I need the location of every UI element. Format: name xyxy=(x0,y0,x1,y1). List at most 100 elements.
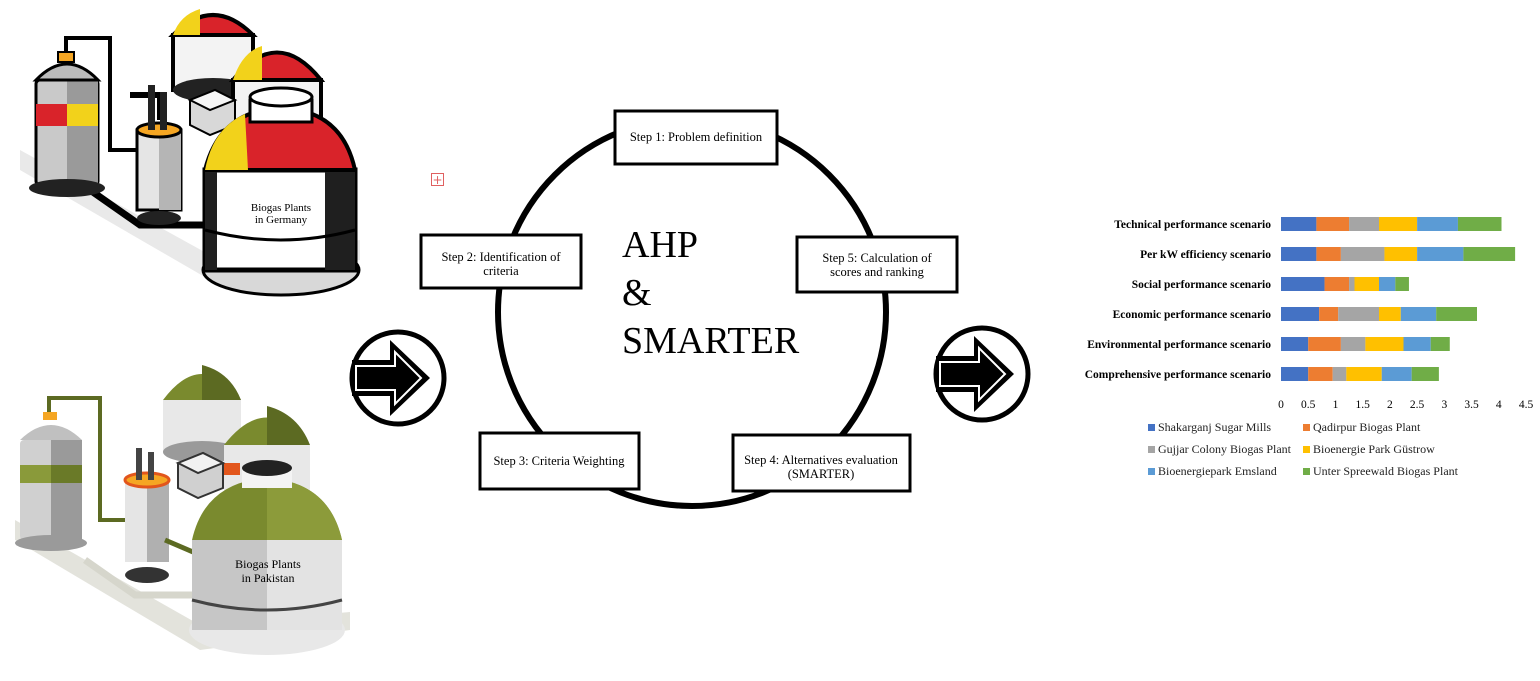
x-tick-label: 0.5 xyxy=(1301,399,1316,411)
legend-item: Bioenergiepark Emsland xyxy=(1148,464,1303,479)
bar-segment xyxy=(1354,277,1379,291)
bar-segment xyxy=(1346,367,1382,381)
bar-segment xyxy=(1281,337,1309,351)
step-1-text: Step 1: Problem definition xyxy=(630,130,763,144)
category-label: Environmental performance scenario xyxy=(1087,339,1271,351)
cycle-center-ampersand: & xyxy=(622,272,652,314)
right-arrow-circle-icon xyxy=(349,329,447,427)
bar-segment xyxy=(1411,367,1439,381)
germany-plants-label-line1: Biogas Plants xyxy=(251,202,311,214)
germany-biogas-plants-illustration xyxy=(20,9,361,297)
bar-segment xyxy=(1379,277,1396,291)
control-box-pk xyxy=(175,451,226,500)
digester-dome-back-pk xyxy=(163,365,241,463)
legend-label: Bioenergiepark Emsland xyxy=(1158,464,1277,478)
pump-column-pk xyxy=(123,448,171,583)
bar-segment xyxy=(1324,277,1350,291)
bar-segment xyxy=(1316,247,1341,261)
x-tick-label: 1.5 xyxy=(1355,399,1370,411)
bar-segment xyxy=(1340,247,1385,261)
bar-segment xyxy=(1308,367,1333,381)
step-box-5: Step 5: Calculation of scores and rankin… xyxy=(795,235,959,294)
bar-segment xyxy=(1281,307,1320,321)
legend-swatch xyxy=(1148,468,1155,475)
bar-segment xyxy=(1281,217,1317,231)
step-box-2: Step 2: Identification of criteria xyxy=(419,233,583,290)
x-tick-label: 4.5 xyxy=(1519,399,1534,411)
bar-segment xyxy=(1400,307,1437,321)
step-5-text-line2: scores and ranking xyxy=(830,265,924,279)
main-digester-germany xyxy=(201,86,361,297)
bar-segment xyxy=(1436,307,1477,321)
bar-segment xyxy=(1381,367,1412,381)
bar-segment xyxy=(1417,217,1458,231)
step-box-1: Step 1: Problem definition xyxy=(613,109,779,166)
category-label: Per kW efficiency scenario xyxy=(1140,249,1271,261)
legend-swatch xyxy=(1148,446,1155,453)
legend-label: Bioenergie Park Güstrow xyxy=(1313,442,1435,456)
step-2-text-line1: Step 2: Identification of xyxy=(441,250,561,264)
bar-segment xyxy=(1340,337,1366,351)
pump-column xyxy=(135,85,183,225)
legend-item: Shakarganj Sugar Mills xyxy=(1148,420,1303,435)
bar-segment xyxy=(1308,337,1341,351)
legend-swatch xyxy=(1303,468,1310,475)
legend-label: Gujjar Colony Biogas Plant xyxy=(1158,442,1291,456)
bar-segment xyxy=(1332,367,1347,381)
legend-label: Unter Spreewald Biogas Plant xyxy=(1313,464,1458,478)
pakistan-biogas-plants-illustration xyxy=(15,365,350,655)
bar-segment xyxy=(1384,247,1418,261)
bar-segment xyxy=(1379,307,1401,321)
step-2-text-line2: criteria xyxy=(483,264,519,278)
control-box xyxy=(187,88,238,137)
bar-segment xyxy=(1463,247,1516,261)
step-4-text-line2: (SMARTER) xyxy=(788,467,855,481)
step-5-text-line1: Step 5: Calculation of xyxy=(822,251,932,265)
bar-segment xyxy=(1281,247,1317,261)
x-tick-label: 0 xyxy=(1278,399,1284,411)
bar-segment xyxy=(1395,277,1409,291)
pakistan-plants-label-line2: in Pakistan xyxy=(242,571,295,585)
cycle-center-ahp: AHP xyxy=(622,224,698,266)
bar-segment xyxy=(1417,247,1464,261)
legend-item: Unter Spreewald Biogas Plant xyxy=(1303,464,1533,479)
bar-segment xyxy=(1379,217,1418,231)
legend-item: Bioenergie Park Güstrow xyxy=(1303,442,1533,457)
gas-cylinder-pk xyxy=(15,412,87,551)
x-tick-label: 1 xyxy=(1333,399,1339,411)
bar-segment xyxy=(1281,277,1325,291)
step-box-4: Step 4: Alternatives evaluation (SMARTER… xyxy=(731,433,912,493)
expand-icon[interactable]: + xyxy=(431,173,444,187)
pakistan-plants-label-line1: Biogas Plants xyxy=(235,557,301,571)
step-box-3: Step 3: Criteria Weighting xyxy=(478,431,641,491)
bar-segment xyxy=(1430,337,1450,351)
main-digester-pakistan xyxy=(189,460,345,655)
bar-segment xyxy=(1365,337,1404,351)
bar-segment xyxy=(1349,277,1355,291)
x-tick-label: 2 xyxy=(1387,399,1393,411)
legend-swatch xyxy=(1303,446,1310,453)
cycle-center-smarter: SMARTER xyxy=(622,320,800,362)
bar-segment xyxy=(1338,307,1379,321)
bar-segment xyxy=(1349,217,1379,231)
bar-segment xyxy=(1457,217,1502,231)
x-tick-label: 3 xyxy=(1441,399,1447,411)
right-arrow-circle-icon xyxy=(933,325,1031,423)
legend-label: Shakarganj Sugar Mills xyxy=(1158,420,1272,434)
gas-cylinder xyxy=(29,51,105,197)
category-label: Technical performance scenario xyxy=(1114,219,1271,231)
category-label: Economic performance scenario xyxy=(1113,309,1272,321)
step-4-text-line1: Step 4: Alternatives evaluation xyxy=(744,453,899,467)
x-tick-label: 2.5 xyxy=(1410,399,1425,411)
x-tick-label: 3.5 xyxy=(1464,399,1479,411)
bar-segment xyxy=(1319,307,1339,321)
category-label: Comprehensive performance scenario xyxy=(1085,369,1272,381)
legend-item: Qadirpur Biogas Plant xyxy=(1303,420,1533,435)
chart-legend: Shakarganj Sugar Mills Qadirpur Biogas Pl… xyxy=(1148,420,1540,479)
category-label: Social performance scenario xyxy=(1132,279,1271,291)
step-3-text: Step 3: Criteria Weighting xyxy=(493,454,625,468)
bar-segment xyxy=(1316,217,1350,231)
